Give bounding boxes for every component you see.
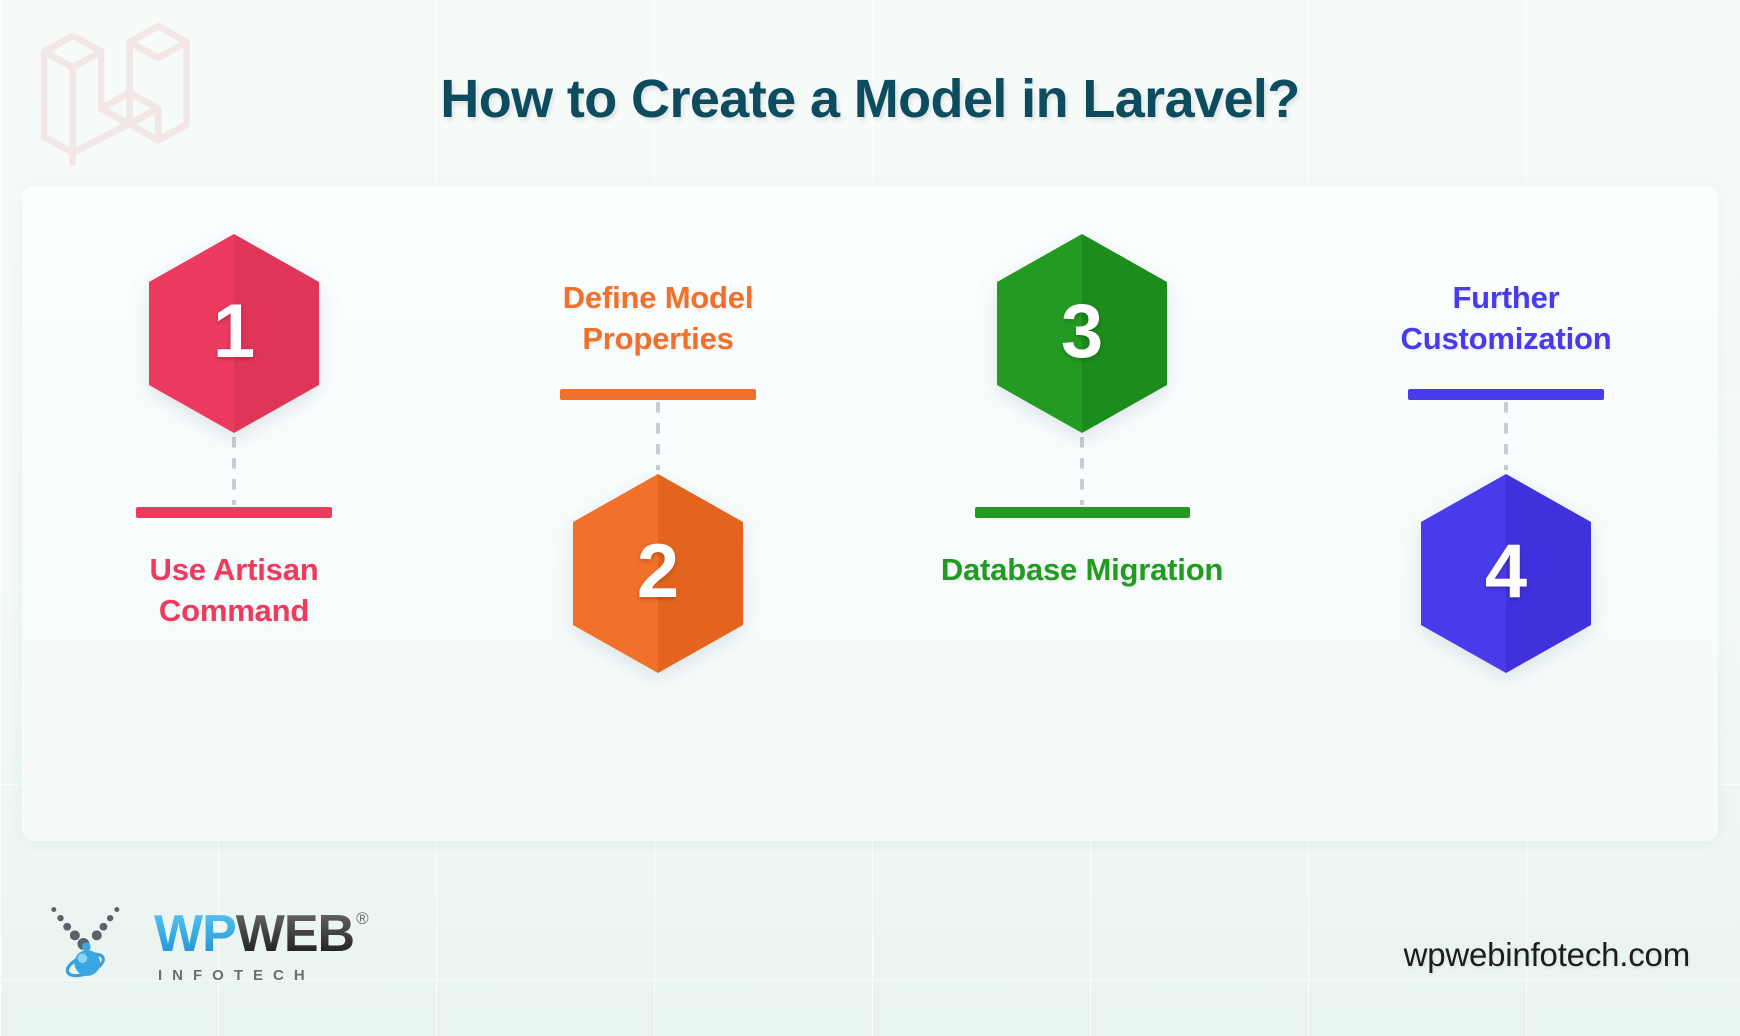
step-rule-1 xyxy=(136,507,332,518)
step-item-2[interactable]: Define Model Properties 2 xyxy=(446,186,870,841)
step-label-1: Use Artisan Command xyxy=(149,552,319,628)
logo-tagline: INFOTECH xyxy=(158,967,315,984)
hexagon-shape-icon-3: 3 xyxy=(993,232,1171,435)
step-connector-4 xyxy=(1504,401,1508,470)
step-rule-3 xyxy=(974,507,1190,518)
step-label-4: Further Customization xyxy=(1400,280,1612,356)
step-number-2: 2 xyxy=(636,528,680,614)
steps-container: 1 Use Artisan Command Define Model Prope… xyxy=(22,186,1718,841)
wpweb-planet-dots-logo-icon xyxy=(44,900,140,984)
step-number-4: 4 xyxy=(1484,528,1528,614)
step-item-4[interactable]: Further Customization 4 xyxy=(1294,186,1718,841)
step-connector-2 xyxy=(656,401,660,470)
step-label-3: Database Migration xyxy=(940,552,1224,587)
step-item-1[interactable]: 1 Use Artisan Command xyxy=(22,186,446,841)
step-connector-1 xyxy=(232,437,236,505)
registered-mark-icon: ® xyxy=(356,909,368,928)
step-label-2: Define Model Properties xyxy=(562,280,754,356)
page-title: How to Create a Model in Laravel? xyxy=(440,69,1300,129)
hexagon-shape-icon-4: 4 xyxy=(1417,472,1595,675)
step-number-3: 3 xyxy=(1060,289,1104,374)
hexagon-shape-icon-2: 2 xyxy=(569,472,747,675)
logo-web-text: WEB xyxy=(235,905,355,963)
step-number-1: 1 xyxy=(212,289,256,374)
hexagon-shape-icon-1: 1 xyxy=(145,232,323,435)
step-item-3[interactable]: 3 Database Migration xyxy=(870,186,1294,841)
step-connector-3 xyxy=(1080,437,1084,505)
step-rule-2 xyxy=(560,388,756,400)
website-url: wpwebinfotech.com xyxy=(1403,936,1691,973)
logo-wp-text: WP xyxy=(154,905,237,963)
step-rule-4 xyxy=(1408,388,1604,400)
wpweb-logo[interactable]: WP WEB ® INFOTECH xyxy=(44,900,369,984)
